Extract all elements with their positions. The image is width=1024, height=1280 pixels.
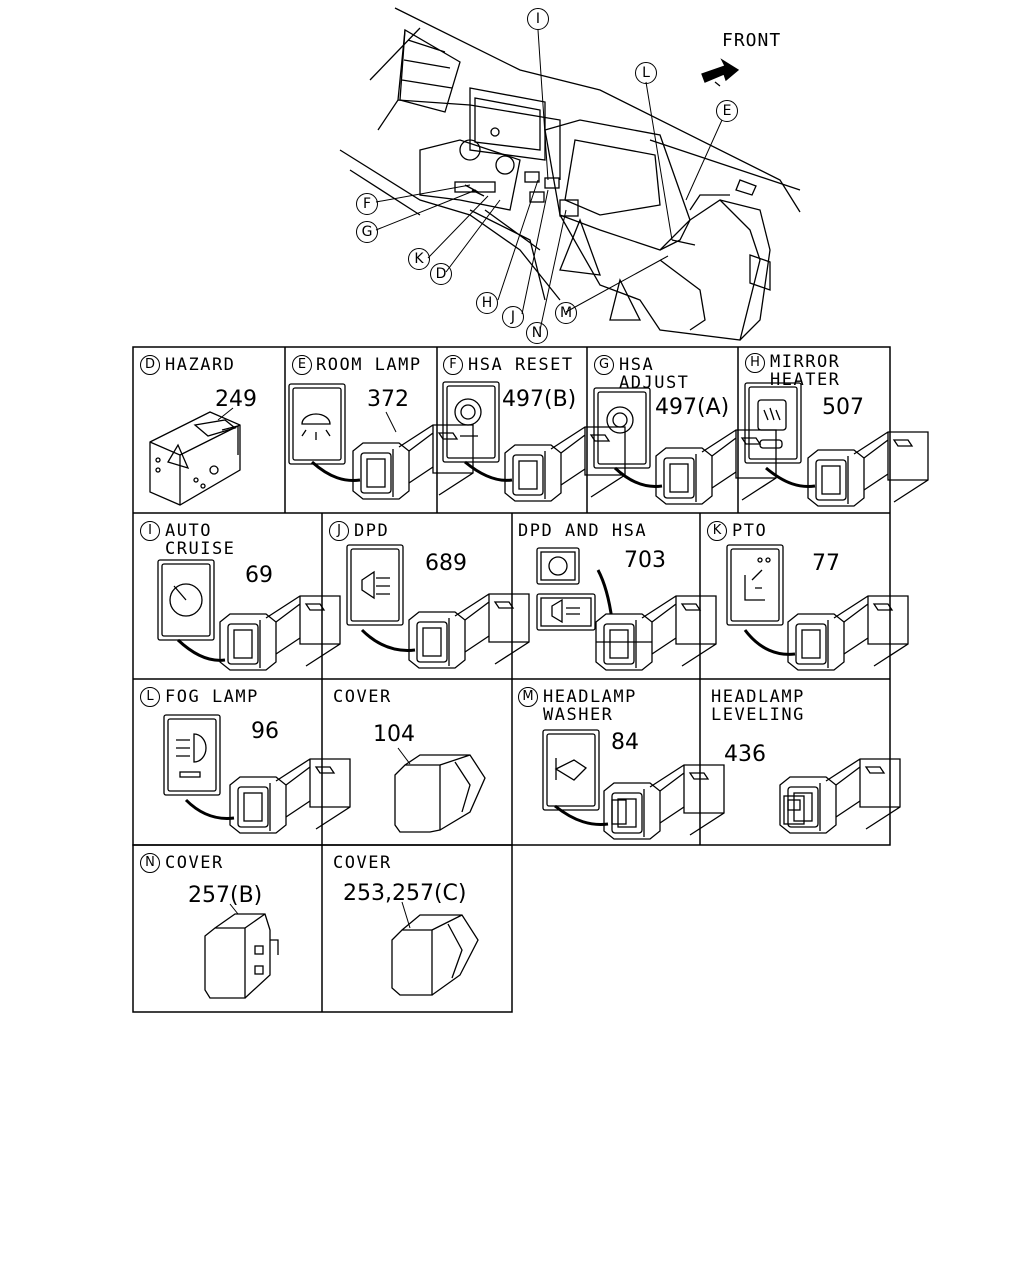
cover-104-drawing — [394, 747, 486, 833]
part-436: 436 — [724, 742, 766, 767]
part-372: 372 — [367, 387, 409, 412]
auto-cruise-switch-drawing — [157, 559, 341, 671]
cover-253-drawing — [391, 901, 479, 996]
callout-n: N — [526, 322, 548, 344]
part-497a: 497(A) — [655, 395, 730, 420]
part-77: 77 — [812, 551, 840, 576]
label-dpd: DPD — [354, 521, 390, 541]
parts-grid — [132, 346, 891, 1013]
letter-d: D — [140, 355, 160, 375]
letter-n: N — [140, 853, 160, 873]
letter-g: G — [594, 355, 614, 375]
dpd-switch-drawing — [346, 544, 530, 669]
hazard-switch-drawing — [149, 407, 241, 506]
label-cover-253: COVER — [333, 853, 392, 873]
label-cruise: CRUISE — [165, 539, 236, 559]
part-96: 96 — [251, 719, 279, 744]
letter-k: K — [707, 521, 727, 541]
letter-h: H — [745, 353, 765, 373]
dashboard-illustration — [339, 7, 801, 341]
callout-g: G — [356, 221, 378, 243]
callout-h: H — [476, 292, 498, 314]
label-heater: HEATER — [770, 370, 841, 390]
label-hazard: HAZARD — [165, 355, 236, 375]
letter-e: E — [292, 355, 312, 375]
front-arrow-icon — [701, 58, 740, 83]
callout-e: E — [716, 100, 738, 122]
part-497b: 497(B) — [502, 387, 577, 412]
label-cover-257b: COVER — [165, 853, 224, 873]
label-dpd-and-hsa: DPD AND HSA — [518, 521, 648, 541]
callout-m: M — [555, 302, 577, 324]
hsa-adjust-switch-drawing — [593, 387, 777, 505]
part-84: 84 — [611, 730, 639, 755]
label-hsa-reset: HSA RESET — [468, 355, 574, 375]
dpd-and-hsa-switch-drawing — [536, 547, 717, 671]
part-69: 69 — [245, 563, 273, 588]
label-cover-104: COVER — [333, 687, 392, 707]
label-pto: PTO — [732, 521, 768, 541]
callout-d: D — [430, 263, 452, 285]
label-headlamp-washer-2: WASHER — [543, 705, 614, 725]
letter-f: F — [443, 355, 463, 375]
callout-j: J — [502, 306, 524, 328]
label-mirror: MIRROR — [770, 352, 841, 372]
room-lamp-switch-drawing — [288, 383, 474, 500]
label-adjust: ADJUST — [619, 373, 690, 393]
headlamp-washer-switch-drawing — [542, 729, 725, 840]
front-direction-label: FRONT — [722, 30, 782, 51]
part-249: 249 — [215, 387, 257, 412]
label-room-lamp: ROOM LAMP — [316, 355, 422, 375]
headlamp-leveling-switch-drawing — [779, 758, 901, 834]
pto-switch-drawing — [726, 544, 909, 671]
label-hsa: HSA — [619, 355, 655, 375]
callout-f: F — [356, 193, 378, 215]
part-703: 703 — [624, 548, 666, 573]
label-headlamp-leveling-2: LEVELING — [711, 705, 805, 725]
part-689: 689 — [425, 551, 467, 576]
label-auto: AUTO — [165, 521, 212, 541]
label-fog-lamp: FOG LAMP — [165, 687, 259, 707]
part-253-257c: 253,257(C) — [343, 881, 467, 906]
callout-k: K — [408, 248, 430, 270]
part-104: 104 — [373, 722, 415, 747]
label-headlamp-leveling-1: HEADLAMP — [711, 687, 805, 707]
part-257b: 257(B) — [188, 883, 263, 908]
hsa-reset-switch-drawing — [442, 381, 626, 502]
mirror-heater-switch-drawing — [744, 382, 929, 507]
cover-257b-drawing — [204, 903, 279, 999]
letter-m: M — [518, 687, 538, 707]
callout-i: I — [527, 8, 549, 30]
letter-l: L — [140, 687, 160, 707]
label-headlamp-washer-1: HEADLAMP — [543, 687, 637, 707]
letter-j: J — [329, 521, 349, 541]
part-507: 507 — [822, 395, 864, 420]
letter-i: I — [140, 521, 160, 541]
fog-lamp-switch-drawing — [163, 714, 351, 834]
callout-l: L — [635, 62, 657, 84]
